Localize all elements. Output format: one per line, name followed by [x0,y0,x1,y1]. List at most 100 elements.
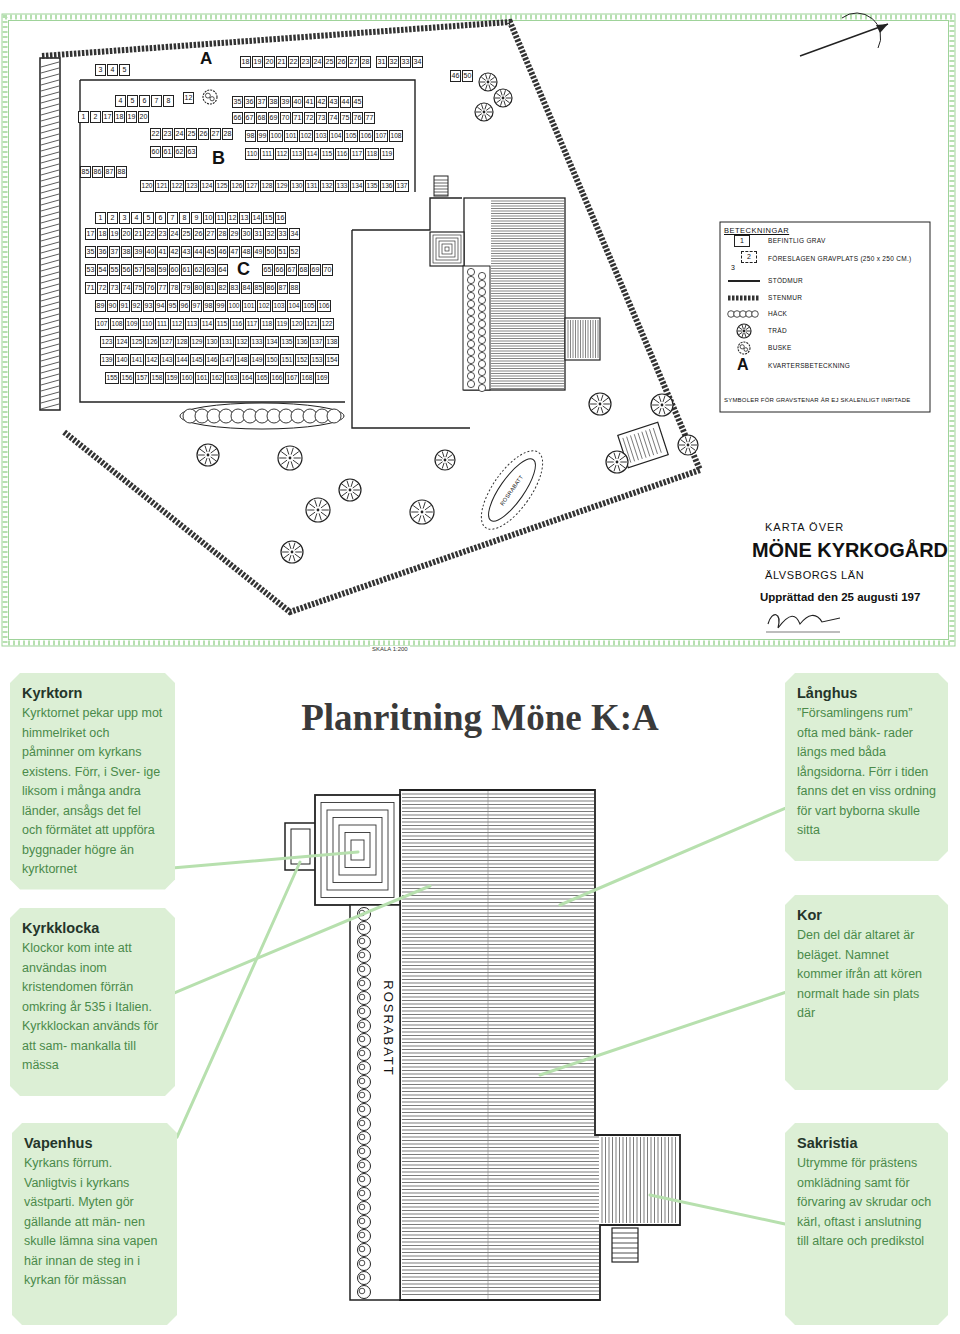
rose-shrub-detail [359,966,365,972]
rose-shrub [467,268,474,275]
grave-number: 22 [145,228,156,240]
grave-number: 28 [360,56,371,68]
grave-number: 108 [110,318,124,330]
tree-branch [287,461,289,468]
roof-hatch [402,1284,599,1285]
grave-number: 62 [193,264,204,276]
roof-hatch [402,993,594,994]
roof-hatch [491,271,564,272]
stairs-step [434,195,448,196]
roof-hatch [402,1130,594,1131]
tree-branch [486,114,490,117]
roof-hatch [491,386,564,387]
support-wall-hatch [41,260,59,265]
legend-text: TRÄD [768,327,787,335]
tree-branch [293,452,299,456]
grave-number: 147 [220,354,234,366]
grave-number: 103 [314,130,328,142]
tree-branch [496,93,500,96]
rose-shrub-detail [359,1092,365,1098]
tree-branch [413,514,419,518]
grave-number: 17 [85,228,96,240]
support-wall-hatch [41,248,59,253]
grave-number: 64 [217,264,228,276]
rose-shrub [358,1146,371,1159]
tree-branch [291,461,293,468]
rose-shrub-detail [359,952,365,958]
retaining-wall-sample [728,280,760,282]
grave-number: 99 [215,300,226,312]
support-wall-hatch [41,350,59,355]
tree-branch [209,458,211,464]
grave-number: 1 [95,212,106,224]
roof-hatch [402,962,594,963]
grave-number: 115 [320,148,334,160]
roof-hatch [491,253,564,254]
roof-hatch [402,951,594,952]
support-wall-hatch [41,236,59,241]
rose-shrub [478,272,485,279]
roof-hatch [491,366,564,367]
grave-number: 165 [255,372,269,384]
roof-hatch [402,864,594,865]
grave-number: 125 [215,180,229,192]
tree-branch [347,481,349,487]
grave-number: 63 [186,146,197,158]
tree-trunk [421,511,424,514]
stairs-step [434,180,448,181]
roof-hatch [402,860,594,861]
tree-branch [353,484,358,488]
grave-number: 47 [229,246,240,258]
rose-bed [463,266,490,390]
stairs-step [434,192,448,193]
grave-number: 72 [97,282,108,294]
tree-branch [281,460,287,464]
grave-number: 97 [191,300,202,312]
roof-hatch [491,236,564,237]
rose-shrub [467,324,474,331]
grave-number: 75 [133,282,144,294]
legend-sample-number: 1 [734,235,750,247]
tree-branch [291,448,293,455]
rose-bed-outline [470,441,554,538]
support-wall-hatch [41,128,59,133]
tree-branch [423,515,425,522]
grave-number: 26 [198,128,209,140]
support-wall-hatch [41,242,59,247]
roof-hatch [491,316,564,317]
grave-number: 76 [145,282,156,294]
callout-heading: Kyrktorn [22,683,163,703]
tree-branch [659,396,661,402]
legend-text: HÄCK [768,310,787,318]
roof-hatch [491,288,564,289]
grave-number: 17 [102,111,113,123]
grave-number: 74 [121,282,132,294]
grave-number: 68 [298,264,309,276]
grave-number: 33 [277,228,288,240]
roof-hatch [402,1126,594,1127]
leader-line [560,808,785,905]
support-wall-hatch [41,218,59,223]
tree-branch [489,85,491,90]
grave-number: 118 [260,318,274,330]
roof-hatch [491,323,564,324]
roof-hatch [402,1291,599,1292]
grave-number: 52 [289,246,300,258]
roof-hatch [402,801,594,802]
grave-number: 120 [140,180,154,192]
tree-branch [293,460,299,464]
rose-shrub [358,1076,371,1089]
support-wall-hatch [41,116,59,121]
support-wall-hatch [41,176,59,181]
grave-number: 149 [250,354,264,366]
grave-number: 30 [241,228,252,240]
rose-shrub [358,1188,371,1201]
signature-line [766,632,840,633]
signature [768,615,840,628]
grave-number: 98 [245,130,256,142]
roof-hatch [402,1217,599,1218]
roof-hatch [654,1137,655,1223]
rose-shrub [467,292,474,299]
grave-number: 33 [400,56,411,68]
roof-hatch [491,358,564,359]
